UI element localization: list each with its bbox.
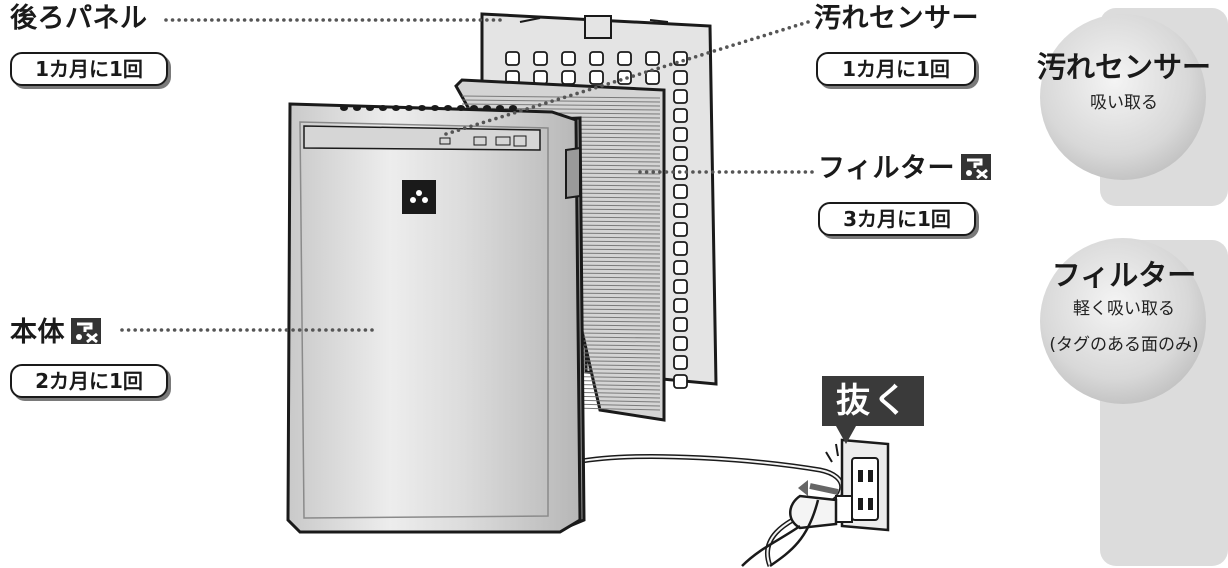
sensor-method-text: 吸い取る: [1090, 93, 1158, 113]
sensor-method-title: 汚れセンサー: [1036, 50, 1211, 84]
wall-outlet: [798, 438, 890, 532]
interval-dirt-sensor: 1カ月に1回: [816, 52, 976, 86]
label-body: 本体: [10, 318, 101, 348]
purifier-body: [286, 102, 586, 534]
wash-not-allowed-icon: [960, 154, 991, 180]
interval-body: 2カ月に1回: [10, 364, 168, 398]
interval-filter: 3カ月に1回: [818, 202, 976, 236]
filter-method-text: 軽く吸い取る: [1073, 299, 1175, 319]
pull-arrow: [809, 483, 839, 495]
label-filter: フィルター: [818, 154, 991, 184]
filter-method-note: (タグのある面のみ): [1049, 335, 1199, 355]
sensor-method-circle: [1040, 14, 1206, 180]
pull-callout-pointer: [836, 426, 856, 444]
interval-back-panel: 1カ月に1回: [10, 52, 168, 86]
unplug-label: 抜く: [822, 376, 924, 426]
hand-plug: [741, 494, 853, 568]
label-dirt-sensor: 汚れセンサー: [814, 3, 979, 34]
wash-not-allowed-icon: [71, 318, 101, 344]
filter-method-circle: [1040, 238, 1206, 404]
filter-method-title: フィルター: [1051, 258, 1197, 292]
brand-logo: [402, 180, 436, 214]
label-back-panel: 後ろパネル: [10, 3, 148, 34]
leader-lines: [120, 18, 814, 332]
